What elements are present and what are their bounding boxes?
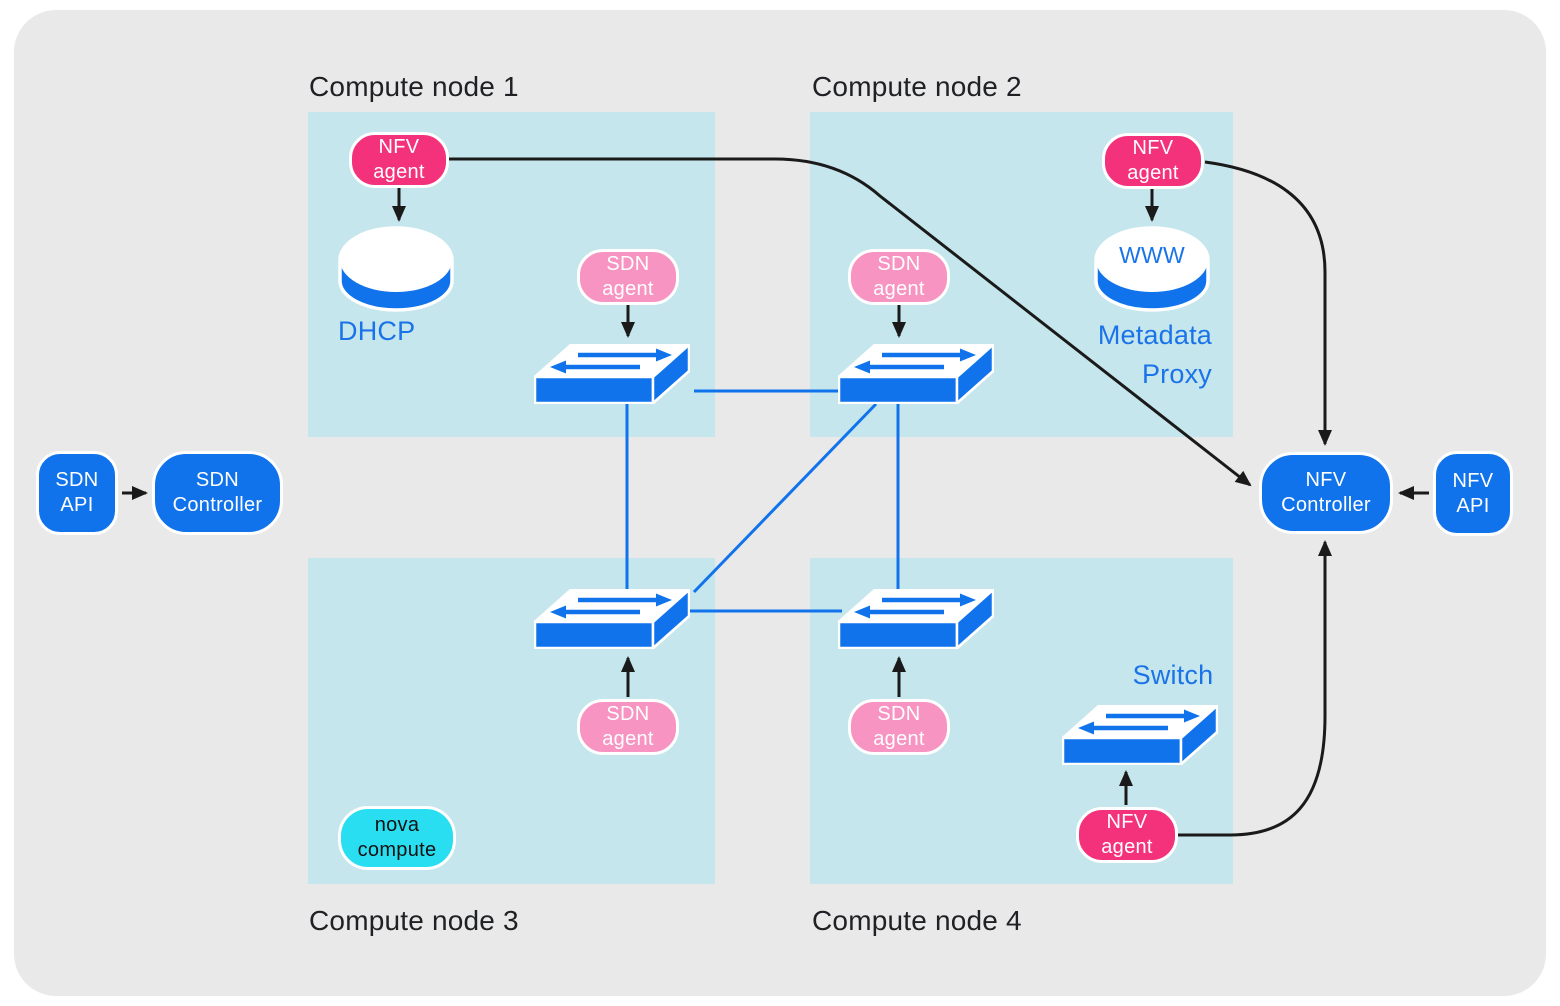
sdn-controller-box: SDN Controller (152, 451, 283, 535)
sdn-agent-pill-node2: SDN agent (848, 249, 950, 305)
arrow-nfv-agent4-to-nfv-controller (1178, 540, 1332, 837)
nfv-agent-pill-node1: NFV agent (349, 132, 449, 188)
link-switch2-switch3 (692, 402, 878, 594)
sdn-api-box: SDN API (36, 451, 118, 535)
switch-icon-node3 (534, 589, 690, 649)
metadata-proxy-label: Metadata Proxy (1097, 320, 1212, 389)
nfv-agent-pill-node2: NFV agent (1102, 133, 1204, 189)
www-label: WWW (1119, 242, 1185, 268)
standalone-switch-icon-node4 (1062, 705, 1218, 765)
nfv-agent-pill-node4: NFV agent (1076, 807, 1178, 863)
compute-node-4-title: Compute node 4 (812, 905, 1022, 936)
arrow-nfv-agent1-to-nfv-controller (447, 157, 1252, 487)
switch-icon-node1 (534, 344, 690, 404)
arrow-nfv-agent2-to-nfv-controller (1204, 160, 1332, 446)
nfv-api-box: NFV API (1433, 451, 1513, 536)
sdn-agent-pill-node4: SDN agent (848, 699, 950, 755)
dhcp-label: DHCP (338, 316, 416, 346)
nova-compute-pill: nova compute (338, 806, 456, 870)
compute-node-2-title: Compute node 2 (812, 71, 1022, 102)
sdn-agent-pill-node3: SDN agent (577, 699, 679, 755)
nfv-controller-box: NFV Controller (1259, 452, 1393, 534)
dhcp-database-icon (338, 226, 454, 312)
switch-icon-node4 (838, 589, 994, 649)
metadata-proxy-database-icon (1094, 226, 1210, 312)
switch-label: Switch (1132, 660, 1214, 690)
sdn-agent-pill-node1: SDN agent (577, 249, 679, 305)
compute-node-1-title: Compute node 1 (309, 71, 519, 102)
compute-node-3-title: Compute node 3 (309, 905, 519, 936)
switch-icon-node2 (838, 344, 994, 404)
